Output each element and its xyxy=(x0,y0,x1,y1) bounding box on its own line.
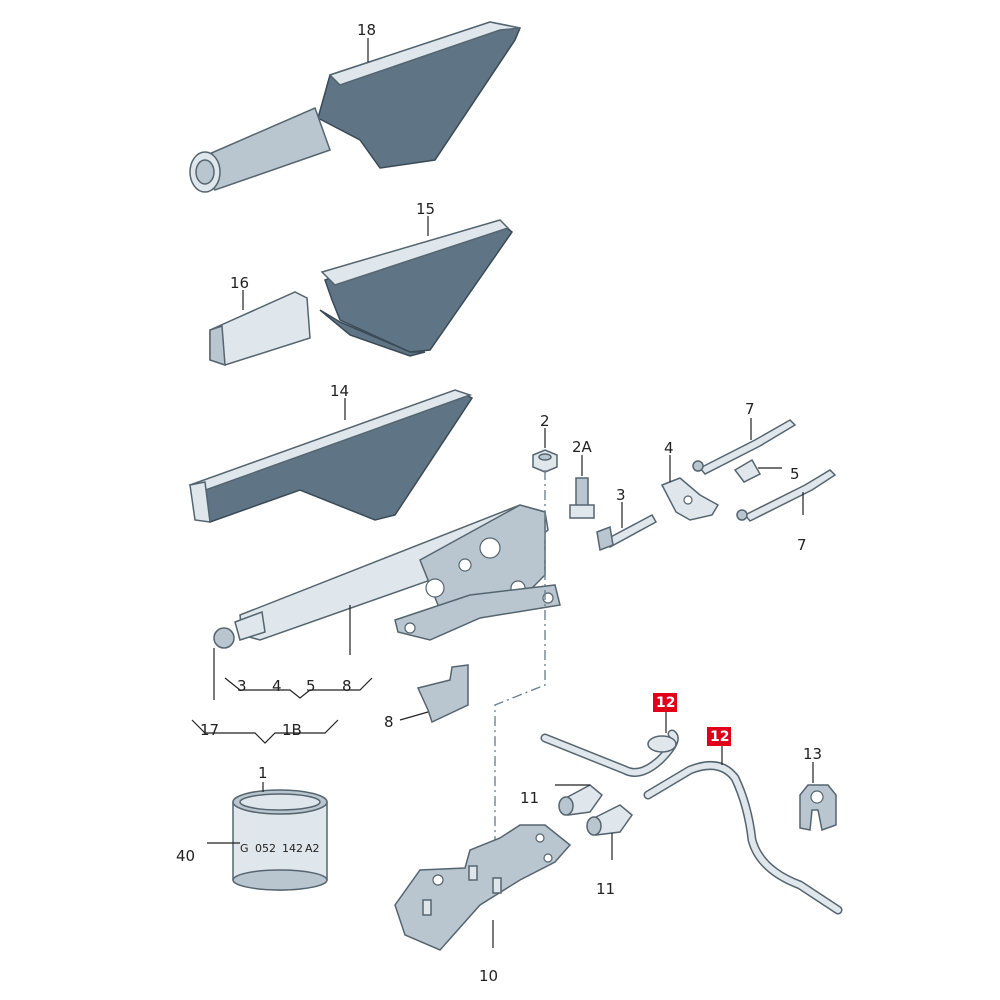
can-code-2: 052 xyxy=(255,842,276,855)
part-15-cover-trim xyxy=(319,219,514,357)
leader-8 xyxy=(399,711,429,721)
group-bracket-b xyxy=(191,719,339,744)
part-2-nut xyxy=(532,449,558,473)
part-18-handle-grip xyxy=(189,21,522,193)
part-12-rod-right xyxy=(643,761,843,915)
label-8: 8 xyxy=(384,713,394,731)
part-11-bushing-lower xyxy=(586,804,634,836)
label-12-right: 12 xyxy=(710,729,729,745)
part-10-base-bracket xyxy=(394,824,572,951)
part-13-clamp xyxy=(799,784,837,831)
part-5-adjuster-nut xyxy=(733,458,762,483)
label-1b: 1B xyxy=(282,721,302,739)
label-10: 10 xyxy=(479,967,498,985)
label-2: 2 xyxy=(540,412,550,430)
label-3-top: 3 xyxy=(616,486,626,504)
label-18: 18 xyxy=(357,21,376,39)
label-12-right-bg xyxy=(707,727,731,746)
label-16: 16 xyxy=(230,274,249,292)
label-5-top: 5 xyxy=(790,465,800,483)
group-bracket-a xyxy=(224,677,373,699)
label-group-a-5: 5 xyxy=(306,677,316,695)
can-code-3: 142 xyxy=(282,842,303,855)
can-code-1: G xyxy=(240,842,249,855)
label-4-top: 4 xyxy=(664,439,674,457)
part-4-compensator xyxy=(660,477,720,521)
label-40: 40 xyxy=(176,847,195,865)
label-7-top: 7 xyxy=(745,400,755,418)
label-13: 13 xyxy=(803,745,822,763)
part-2a-bolt xyxy=(569,477,595,519)
part-7-cable-lower xyxy=(736,469,837,522)
label-17: 17 xyxy=(200,721,219,739)
assembly-axis-line xyxy=(494,470,546,840)
label-15: 15 xyxy=(416,200,435,218)
part-11-bushing-upper xyxy=(558,784,604,816)
label-group-a-4: 4 xyxy=(272,677,282,695)
label-group-a-8: 8 xyxy=(342,677,352,695)
part-1-grease-can: G 052 142 A2 xyxy=(232,789,328,891)
label-12-left-bg xyxy=(653,693,677,712)
label-11-top: 11 xyxy=(520,789,539,807)
label-2a: 2A xyxy=(572,438,593,456)
label-12-left: 12 xyxy=(656,695,675,711)
label-11-bottom: 11 xyxy=(596,880,615,898)
part-16-grip-insert xyxy=(209,291,311,367)
part-lever-assembly xyxy=(213,504,561,649)
part-12-rod-left xyxy=(540,729,679,777)
label-14: 14 xyxy=(330,382,349,400)
label-group-a-3: 3 xyxy=(237,677,247,695)
part-7-cable-upper xyxy=(692,419,797,475)
part-14-complete-grip xyxy=(188,389,474,523)
part-3-pin xyxy=(596,513,658,552)
part-8-clip xyxy=(416,664,469,724)
label-1: 1 xyxy=(258,764,268,782)
label-7-bottom: 7 xyxy=(797,536,807,554)
can-code-4: A2 xyxy=(305,842,320,855)
